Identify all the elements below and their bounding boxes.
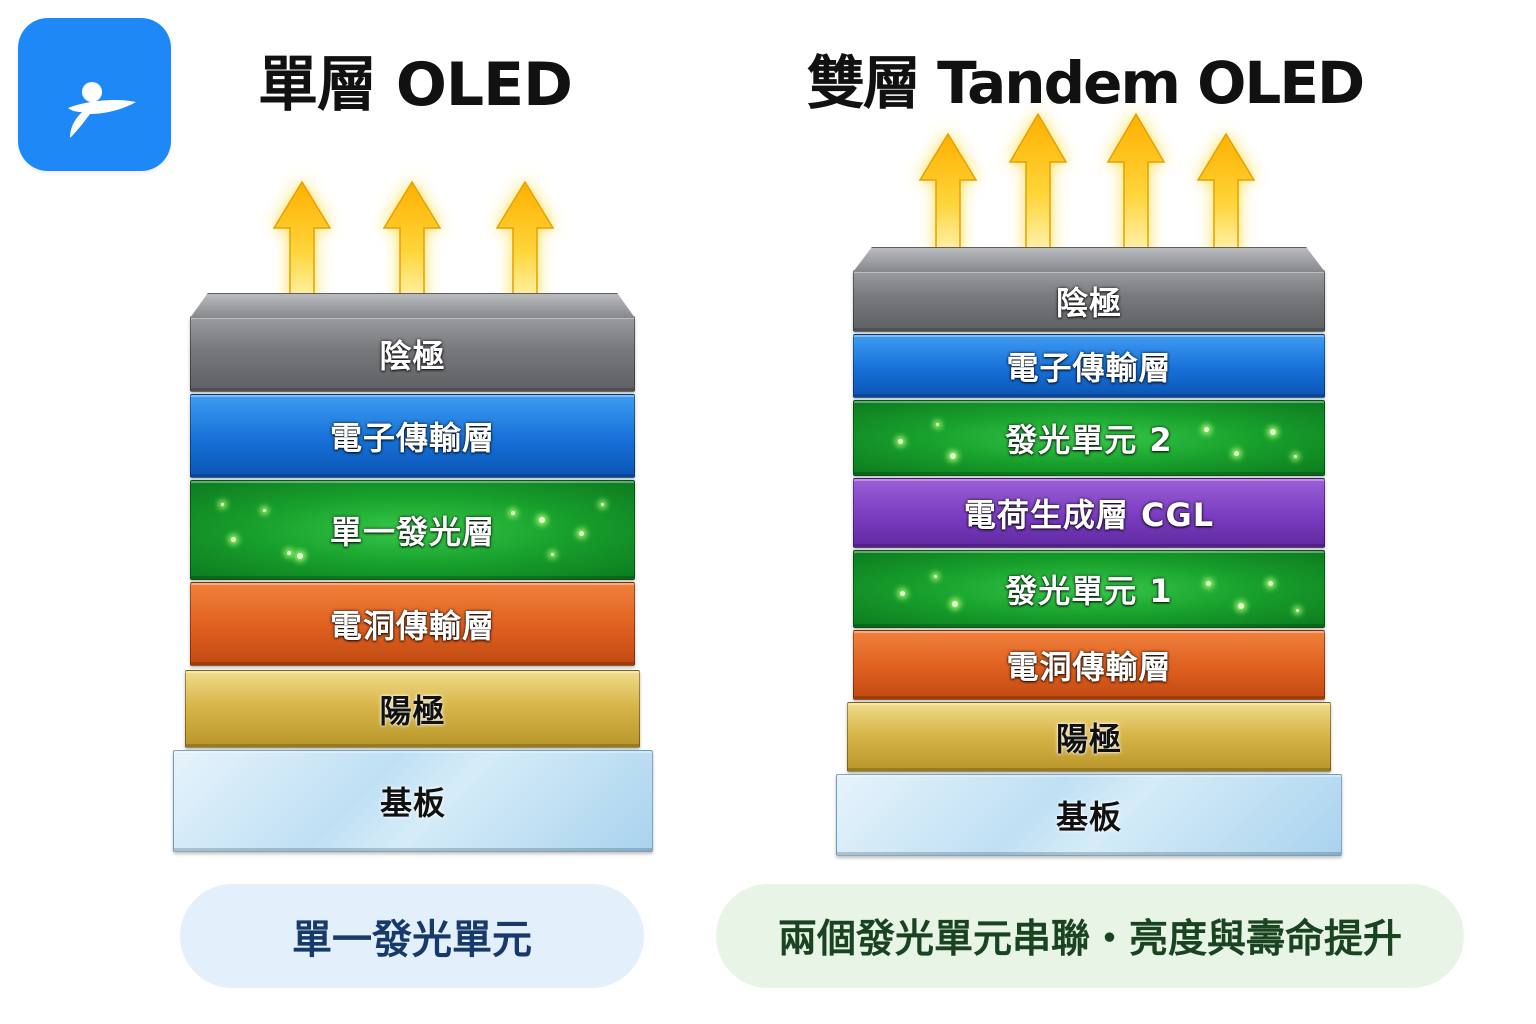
right-cgl-label: 電荷生成層 CGL bbox=[963, 496, 1215, 534]
right-substrate-label: 基板 bbox=[1055, 798, 1122, 836]
sparkle-dot bbox=[1206, 581, 1211, 586]
light-emission-arrow-icon bbox=[1196, 132, 1256, 262]
left-substrate-label: 基板 bbox=[379, 784, 446, 822]
left-etl-layer: 電子傳輸層 bbox=[190, 394, 635, 478]
sparkle-dot bbox=[1204, 427, 1209, 432]
person-swoosh-icon bbox=[68, 82, 136, 138]
sparkle-dot bbox=[287, 551, 291, 555]
right-eml1-label: 發光單元 1 bbox=[1005, 572, 1173, 610]
tandem-oled-title: 雙層 Tandem OLED bbox=[806, 49, 1365, 117]
sparkle-dot bbox=[934, 575, 937, 578]
left-substrate-layer: 基板 bbox=[173, 750, 653, 852]
sparkle-dot bbox=[900, 591, 905, 596]
left-cathode-label: 陰極 bbox=[379, 337, 446, 375]
left-cathode-layer: 陰極 bbox=[190, 293, 635, 392]
tandem-oled-caption: 兩個發光單元串聯・亮度與壽命提升 bbox=[716, 884, 1464, 988]
app-logo bbox=[18, 18, 171, 171]
right-eml1-sparkles bbox=[854, 551, 1324, 627]
left-eml-label: 單一發光層 bbox=[329, 513, 495, 551]
light-emission-arrow-icon bbox=[1008, 112, 1068, 262]
sparkle-dot bbox=[1268, 581, 1273, 586]
sparkle-dot bbox=[551, 553, 554, 556]
right-eml1-layer: 發光單元 1 bbox=[853, 550, 1325, 628]
sparkle-dot bbox=[898, 439, 903, 444]
single-oled-caption: 單一發光單元 bbox=[180, 884, 644, 988]
right-cathode-layer: 陰極 bbox=[853, 247, 1325, 332]
sparkle-dot bbox=[579, 531, 584, 536]
left-cathode-top-face bbox=[190, 293, 635, 318]
right-etl-label: 電子傳輸層 bbox=[1006, 349, 1172, 387]
sparkle-dot bbox=[263, 509, 266, 512]
right-htl-label: 電洞傳輸層 bbox=[1006, 648, 1172, 686]
right-etl-layer: 電子傳輸層 bbox=[853, 334, 1325, 398]
light-emission-arrow-icon bbox=[1106, 112, 1166, 262]
right-substrate-layer: 基板 bbox=[836, 774, 1342, 856]
left-anode-layer: 陽極 bbox=[185, 670, 640, 748]
sparkle-dot bbox=[936, 423, 939, 426]
sparkle-dot bbox=[1270, 429, 1276, 435]
sparkle-dot bbox=[1238, 603, 1244, 609]
left-eml-sparkles bbox=[191, 481, 634, 579]
right-anode-layer: 陽極 bbox=[847, 702, 1331, 772]
right-eml2-label: 發光單元 2 bbox=[1005, 421, 1173, 459]
right-cathode-top-face bbox=[853, 247, 1325, 272]
sparkle-dot bbox=[950, 453, 956, 459]
light-emission-arrow-icon bbox=[495, 180, 555, 310]
right-cgl-layer: 電荷生成層 CGL bbox=[853, 478, 1325, 548]
sparkle-dot bbox=[1296, 609, 1299, 612]
light-emission-arrow-icon bbox=[918, 132, 978, 262]
sparkle-dot bbox=[1294, 455, 1297, 458]
sparkle-dot bbox=[297, 553, 303, 559]
sparkle-dot bbox=[231, 537, 236, 542]
sparkle-dot bbox=[601, 503, 604, 506]
sparkle-dot bbox=[511, 511, 515, 515]
light-emission-arrow-icon bbox=[272, 180, 332, 310]
single-oled-title: 單層 OLED bbox=[258, 50, 573, 120]
light-emission-arrow-icon bbox=[382, 180, 442, 310]
sparkle-dot bbox=[952, 601, 958, 607]
right-htl-layer: 電洞傳輸層 bbox=[853, 630, 1325, 700]
sparkle-dot bbox=[1234, 451, 1239, 456]
left-eml-layer: 單一發光層 bbox=[190, 480, 635, 580]
left-anode-label: 陽極 bbox=[379, 692, 446, 730]
left-htl-layer: 電洞傳輸層 bbox=[190, 582, 635, 666]
sparkle-dot bbox=[221, 503, 224, 506]
right-eml2-layer: 發光單元 2 bbox=[853, 400, 1325, 476]
right-anode-label: 陽極 bbox=[1055, 720, 1122, 758]
right-eml2-sparkles bbox=[854, 401, 1324, 475]
sparkle-dot bbox=[539, 517, 545, 523]
left-etl-label: 電子傳輸層 bbox=[329, 419, 495, 457]
right-cathode-label: 陰極 bbox=[1055, 284, 1122, 322]
left-htl-label: 電洞傳輸層 bbox=[329, 607, 495, 645]
